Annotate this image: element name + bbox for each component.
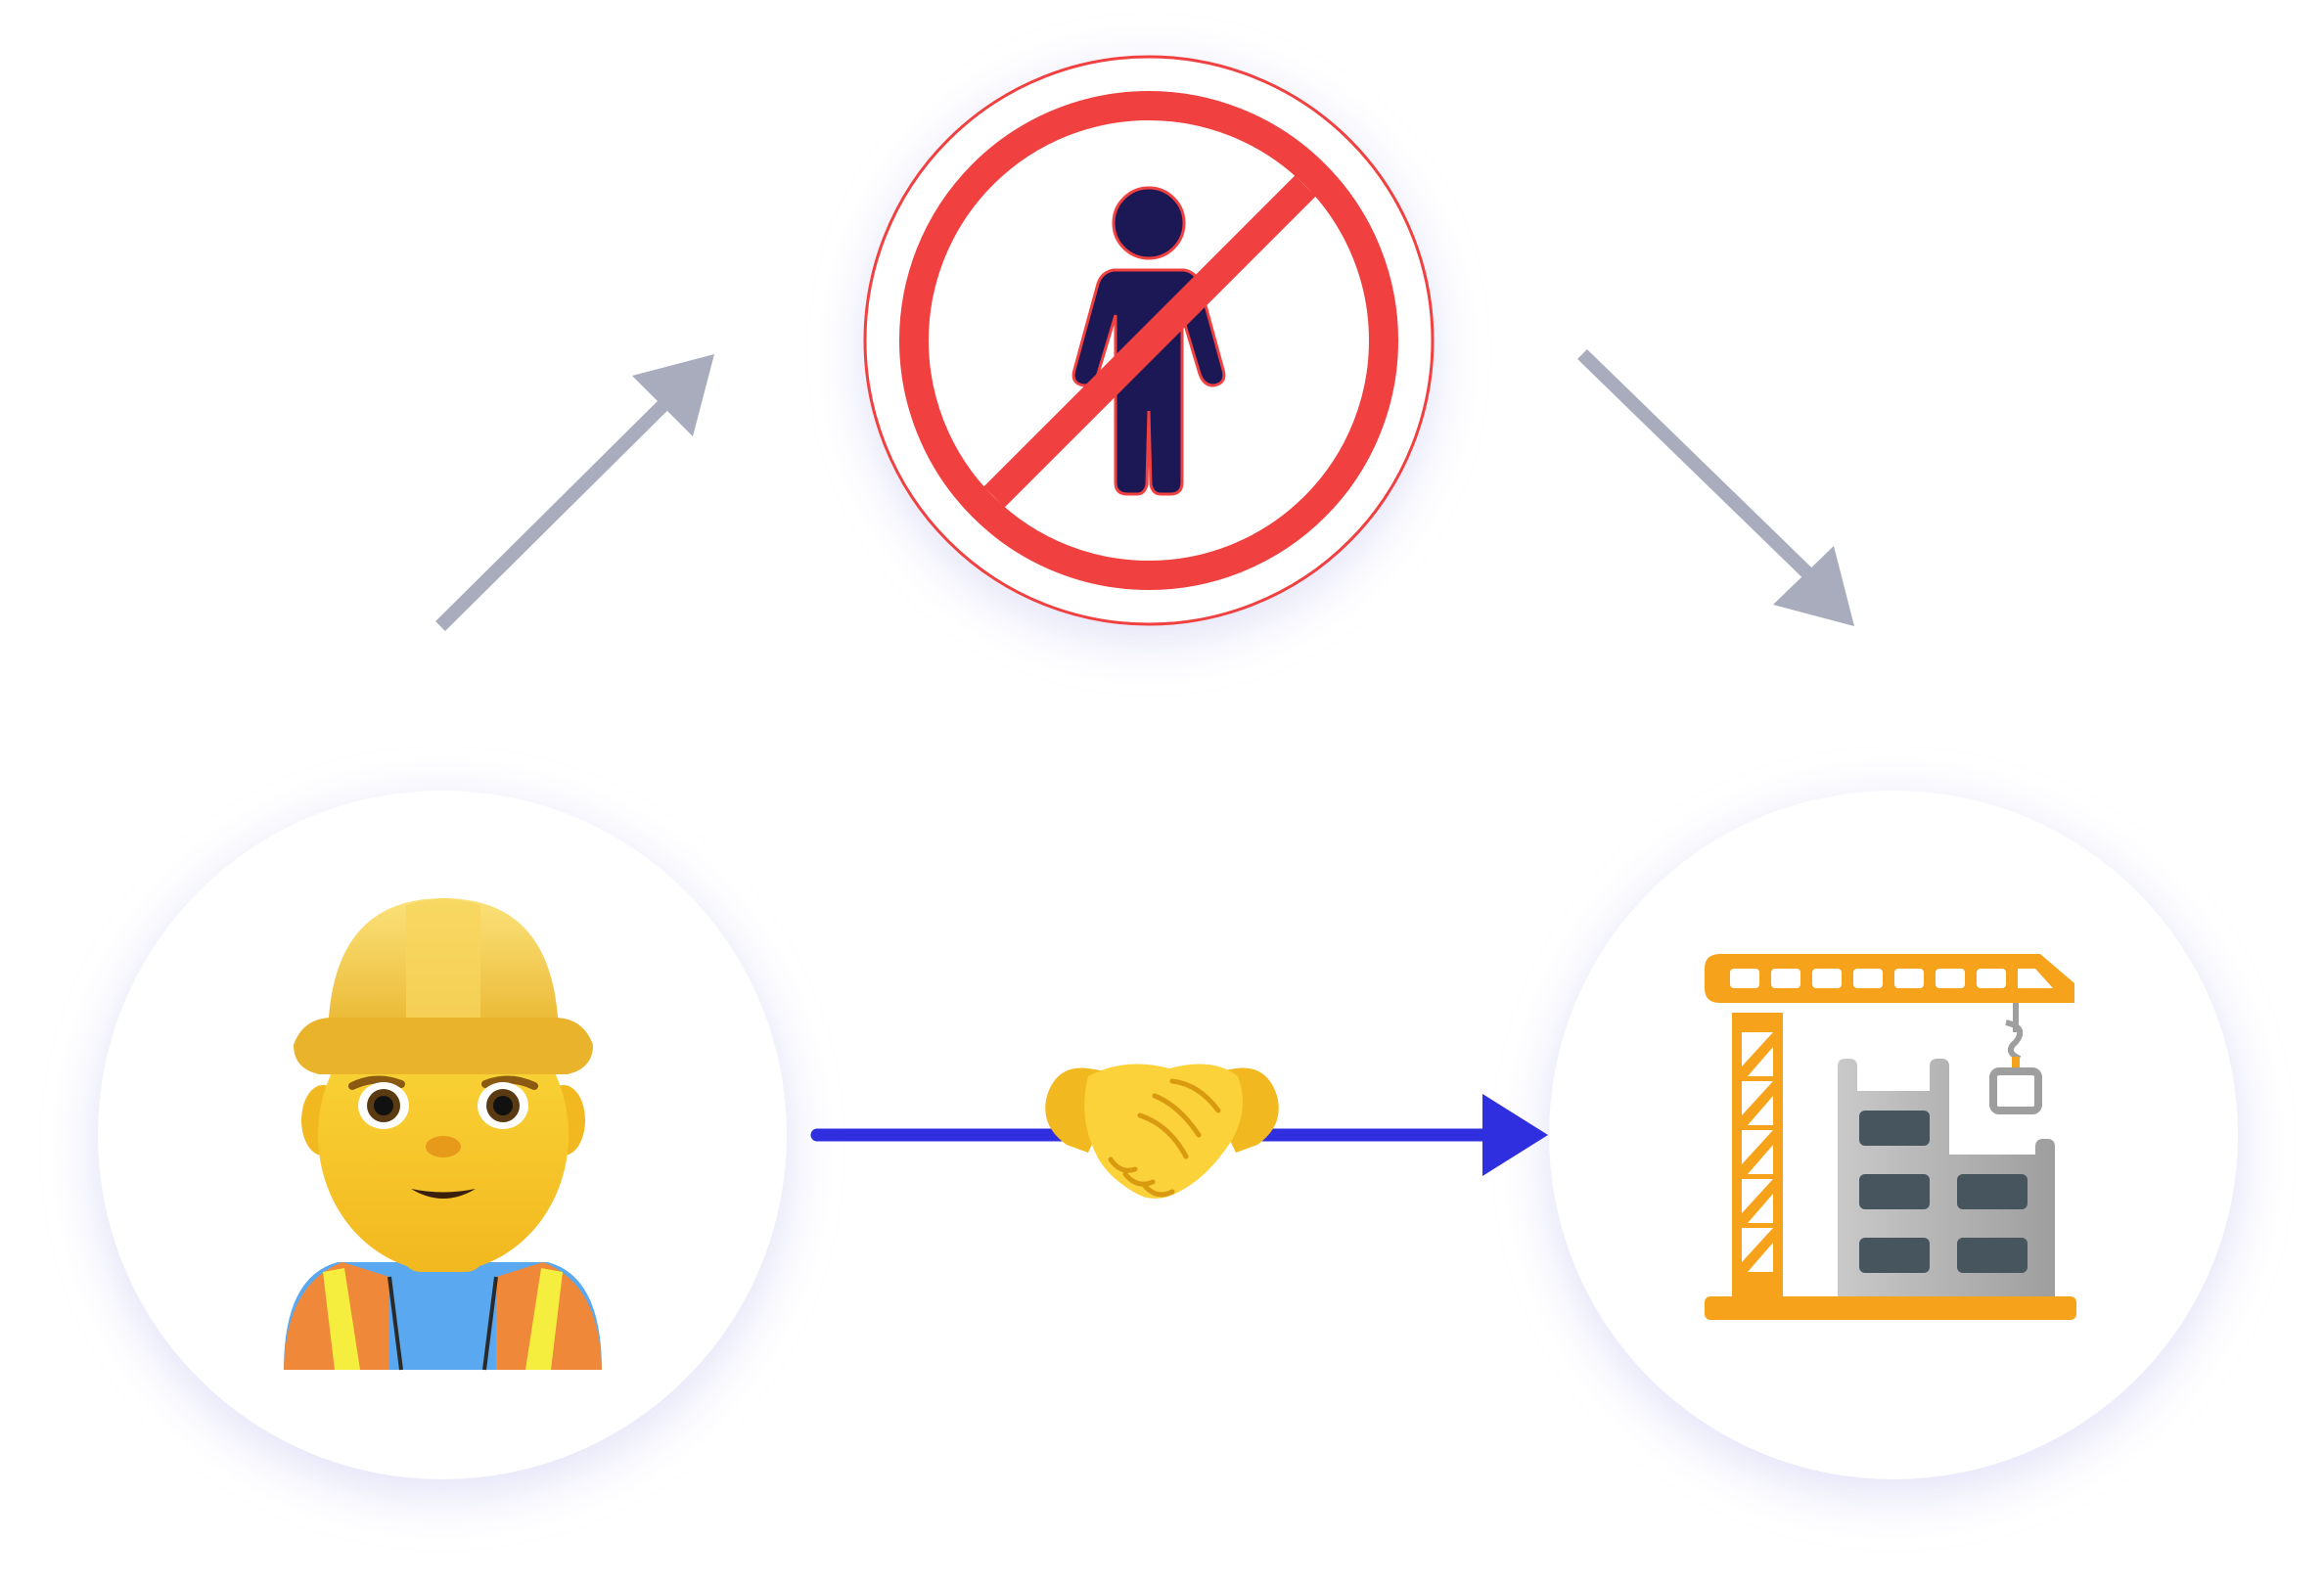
no-person-sign-icon — [899, 91, 1398, 590]
construction-worker-icon — [284, 898, 602, 1371]
building-windows — [1859, 1111, 2028, 1273]
no-person-node — [863, 55, 1435, 626]
building-construction-crane-icon — [1705, 954, 2076, 1320]
arrow-down-right-icon — [1577, 348, 1854, 626]
worker-node — [98, 791, 787, 1479]
person-figure — [1071, 186, 1226, 496]
crane-jib-lattice — [1730, 969, 2053, 988]
handshake-icon — [1045, 1064, 1279, 1199]
crane-mast-lattice — [1742, 1032, 1773, 1272]
arrow-up-right-icon — [435, 354, 714, 631]
construction-site-node — [1549, 791, 2238, 1479]
